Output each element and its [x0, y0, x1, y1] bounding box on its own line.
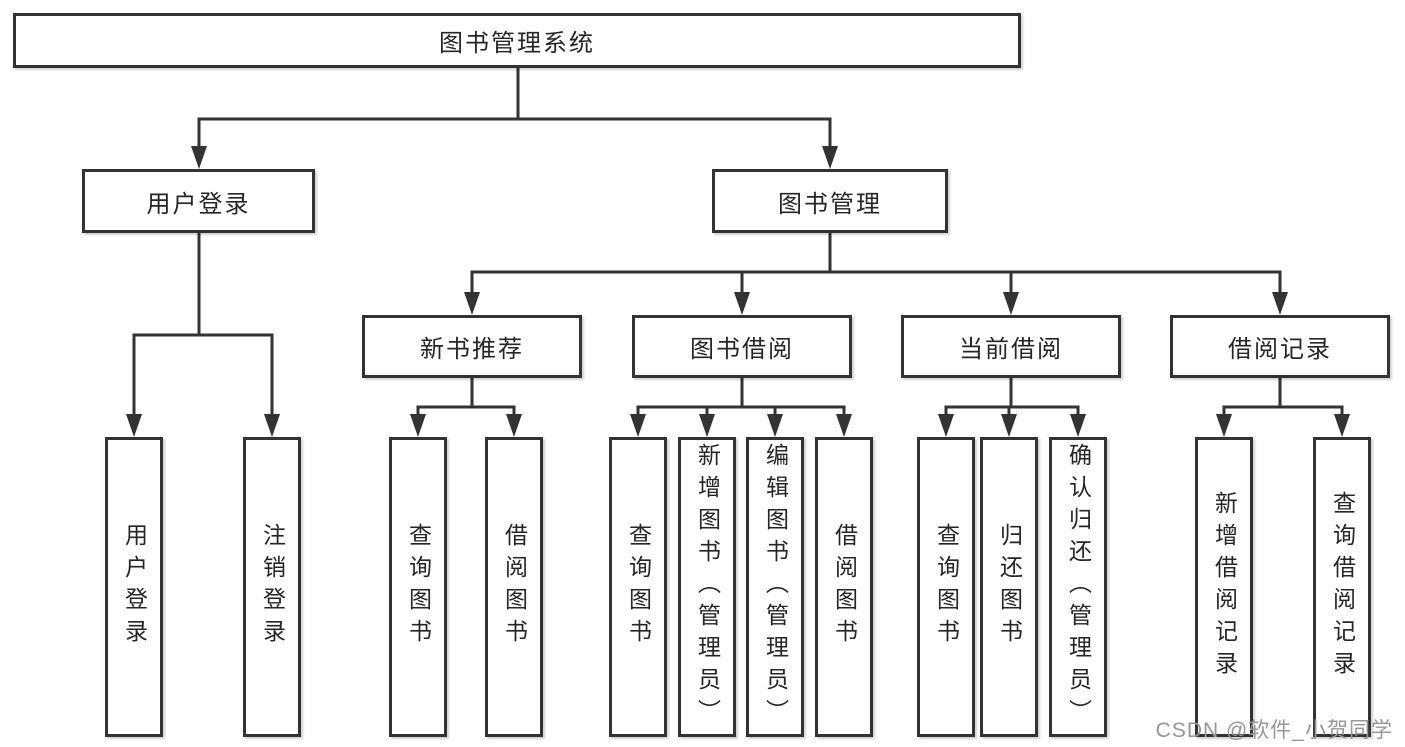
node-label: 编辑图书（管理员） — [762, 443, 789, 731]
node-search-books-current: 查询图书 — [917, 437, 975, 737]
node-label: 图书管理系统 — [439, 30, 595, 57]
arrowhead-down-icon — [1216, 414, 1232, 437]
node-user-login-leaf: 用户登录 — [105, 437, 163, 737]
node-label: 查询借阅记录 — [1329, 491, 1356, 683]
arrowhead-down-icon — [822, 146, 838, 169]
arrowhead-down-icon — [734, 292, 750, 315]
arrowhead-down-icon — [410, 414, 426, 437]
node-logout: 注销登录 — [243, 437, 301, 737]
node-label: 图书借阅 — [690, 336, 794, 363]
arrowhead-down-icon — [506, 414, 522, 437]
node-current-borrowing: 当前借阅 — [901, 315, 1121, 378]
arrowhead-down-icon — [630, 414, 646, 437]
node-label: 新书推荐 — [420, 336, 524, 363]
node-library-system: 图书管理系统 — [13, 13, 1021, 68]
node-book-management: 图书管理 — [712, 169, 948, 233]
node-label: 借阅记录 — [1228, 336, 1332, 363]
node-label: 归还图书 — [996, 523, 1023, 651]
arrowhead-down-icon — [836, 414, 852, 437]
node-label: 查询图书 — [625, 523, 652, 651]
node-search-borrow-record: 查询借阅记录 — [1313, 437, 1371, 737]
node-label: 新增图书（管理员） — [694, 443, 721, 731]
node-label: 查询图书 — [933, 523, 960, 651]
node-borrow-books: 借阅图书 — [815, 437, 873, 737]
node-label: 当前借阅 — [959, 336, 1063, 363]
node-search-books-recommend: 查询图书 — [389, 437, 447, 737]
arrowhead-down-icon — [191, 146, 207, 169]
node-book-borrowing: 图书借阅 — [632, 315, 852, 378]
node-label: 用户登录 — [146, 190, 251, 218]
node-edit-books-admin: 编辑图书（管理员） — [746, 437, 804, 737]
arrowhead-down-icon — [699, 414, 715, 437]
node-user-login: 用户登录 — [82, 169, 315, 233]
node-label: 注销登录 — [259, 523, 286, 651]
node-confirm-return-admin: 确认归还（管理员） — [1049, 437, 1107, 737]
arrowhead-down-icon — [767, 414, 783, 437]
csdn-watermark: CSDN @软件_小贺同学 — [1155, 719, 1393, 742]
node-label: 用户登录 — [121, 523, 148, 651]
node-new-book-recommendation: 新书推荐 — [362, 315, 582, 378]
node-label: 图书管理 — [778, 190, 882, 218]
arrowhead-down-icon — [1334, 414, 1350, 437]
node-label: 新增借阅记录 — [1211, 491, 1238, 683]
node-borrow-books-recommend: 借阅图书 — [485, 437, 543, 737]
node-label: 查询图书 — [405, 523, 432, 651]
arrowhead-down-icon — [126, 414, 142, 437]
node-return-books: 归还图书 — [980, 437, 1038, 737]
arrowhead-down-icon — [264, 414, 280, 437]
arrowhead-down-icon — [464, 292, 480, 315]
node-borrowing-records: 借阅记录 — [1170, 315, 1390, 378]
node-label: 确认归还（管理员） — [1065, 443, 1092, 731]
node-label: 借阅图书 — [501, 523, 528, 651]
node-add-books-admin: 新增图书（管理员） — [678, 437, 736, 737]
node-add-borrow-record: 新增借阅记录 — [1195, 437, 1253, 737]
node-search-books-borrowing: 查询图书 — [609, 437, 667, 737]
arrowhead-down-icon — [938, 414, 954, 437]
node-label: 借阅图书 — [831, 523, 858, 651]
arrowhead-down-icon — [1003, 292, 1019, 315]
arrowhead-down-icon — [1272, 292, 1288, 315]
arrowhead-down-icon — [1070, 414, 1086, 437]
arrowhead-down-icon — [1001, 414, 1017, 437]
